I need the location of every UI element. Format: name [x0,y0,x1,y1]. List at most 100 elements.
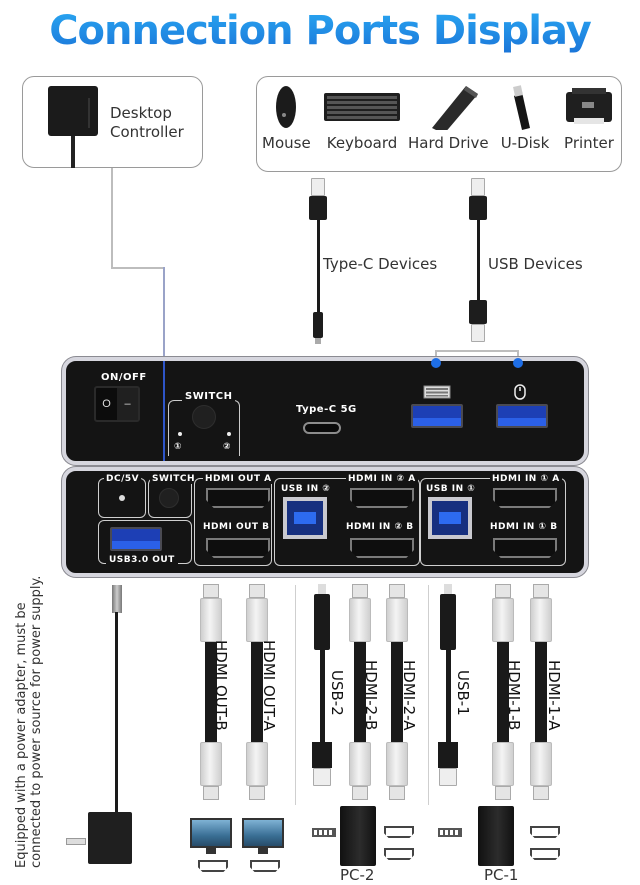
hdmi-icon [198,860,228,872]
usb-cable [469,178,487,342]
printer-icon [566,88,612,124]
usb-bracket-line [517,350,519,362]
controller-cord [71,136,75,168]
controller-connector-line [163,361,165,461]
cable-label: HDMI-1-B [505,660,523,731]
group-separator [428,585,429,805]
power-switch[interactable]: O – [94,386,140,422]
cable-hdmi-1-a [530,584,552,800]
usb-icon [438,828,462,837]
typec-cable [309,178,327,344]
hdmi-out-b-port[interactable] [206,538,270,558]
mouse-icon [514,384,526,400]
hdmi-in-2a-port[interactable] [350,488,414,508]
cable-hdmi-out-a [246,584,268,800]
connector-dot [513,358,523,368]
dc-plug [112,585,122,613]
device-label: Hard Drive [408,134,489,152]
keyboard-icon [324,93,400,121]
pc1-label: PC-1 [484,866,519,884]
back-switch-port[interactable] [159,488,179,508]
cable-label: HDMI-2-B [362,660,380,731]
page-title: Connection Ports Display [0,8,640,54]
device-keyboard: Keyboard [324,84,400,152]
hdmi-in-1b-label: HDMI IN ① B [490,522,558,532]
cable-hdmi-out-b [200,584,222,800]
monitor-icon [190,818,232,848]
monitor-icon [242,818,284,848]
hdmi-out-b-label: HDMI OUT B [203,522,270,532]
usb-in-1-label: USB IN ① [426,484,476,494]
cable-label: HDMI OUT-A [260,640,278,731]
hdmi-in-2b-port[interactable] [350,538,414,558]
led-pc2 [227,432,231,436]
group-separator [295,585,296,805]
typec-port[interactable] [303,422,341,434]
power-label: ON/OFF [101,372,147,383]
hdmi-icon [530,848,560,860]
power-on-symbol: – [117,388,138,420]
controller-connector-line [111,267,164,269]
device-mouse: Mouse [262,84,311,152]
usb-bracket-line [435,350,437,362]
led-label-1: ① [174,442,183,452]
dc-power-port[interactable] [119,495,125,501]
cable-label: HDMI-1-A [545,660,563,731]
connector-dot [431,358,441,368]
usb-in-2-label: USB IN ② [281,484,331,494]
cable-label: HDMI OUT-B [212,640,230,731]
mouse-icon [276,86,297,128]
controller-label-line2: Controller [110,123,184,141]
hdmi-in-2b-label: HDMI IN ② B [346,522,414,532]
typec-port-label: Type-C 5G [296,404,357,415]
device-label: U-Disk [500,134,550,152]
hdmi-icon [530,826,560,838]
device-label: Printer [564,134,614,152]
usb-in-1-port[interactable] [428,497,472,539]
device-label: Keyboard [326,134,398,152]
device-label: Mouse [262,134,311,152]
controller-label-line1: Desktop [110,104,172,122]
pc1-tower-icon [478,806,514,866]
hdmi-in-1a-port[interactable] [493,488,557,508]
pc2-tower-icon [340,806,376,866]
hdmi-in-1a-label: HDMI IN ① A [490,474,562,484]
typec-devices-label: Type-C Devices [323,255,438,273]
cable-label: USB-2 [328,670,346,716]
led-label-2: ② [223,442,232,452]
power-cord [115,612,118,812]
dc-label: DC/5V [104,474,142,484]
led-pc1 [178,432,182,436]
usb-devices-label: USB Devices [488,255,583,273]
cable-usb-1 [438,584,458,786]
hdmi-out-a-port[interactable] [206,488,270,508]
switch-label: SWITCH [182,391,236,402]
switch-button[interactable] [192,405,216,429]
device-hard-drive: Hard Drive [408,84,489,152]
cable-hdmi-2-a [386,584,408,800]
hdmi-in-1b-port[interactable] [493,538,557,558]
cable-label: HDMI-2-A [400,660,418,731]
hdmi-in-2a-label: HDMI IN ② A [346,474,418,484]
usb-in-2-port[interactable] [283,497,327,539]
usb-a-port-mouse[interactable] [496,404,548,428]
cable-hdmi-2-b [349,584,371,800]
device-printer: Printer [562,84,616,152]
cable-label: USB-1 [454,670,472,716]
hdmi-out-a-label: HDMI OUT A [203,474,274,484]
pc2-label: PC-2 [340,866,375,884]
controller-connector-line [111,168,113,268]
usb3-out-port[interactable] [110,527,162,551]
device-u-disk: U-Disk [500,84,550,152]
cable-hdmi-1-b [492,584,514,800]
hdmi-icon [384,826,414,838]
usb-bracket-line [435,350,518,352]
keyboard-icon [423,385,451,399]
monitor-stand [258,848,268,854]
back-switch-label: SWITCH [150,474,198,484]
power-adapter-icon [88,812,132,864]
monitor-stand [206,848,216,854]
controller-icon [48,86,98,136]
usb-a-port-keyboard[interactable] [411,404,463,428]
hdmi-icon [384,848,414,860]
